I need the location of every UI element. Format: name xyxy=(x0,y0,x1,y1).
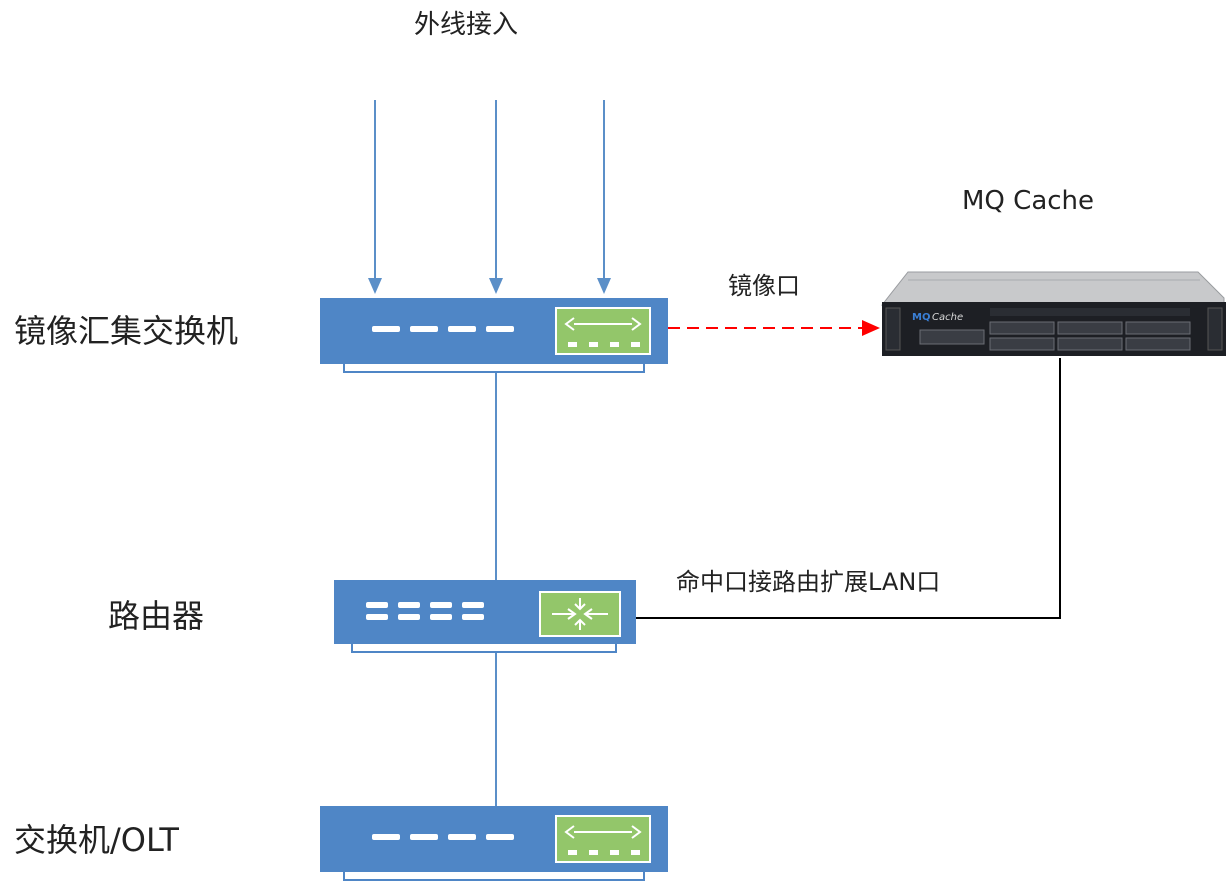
server-vent-strip xyxy=(990,308,1190,316)
router-label: 路由器 xyxy=(108,597,205,635)
router-ports xyxy=(366,602,484,620)
mirror-port-label: 镜像口 xyxy=(728,272,800,300)
lan-return-link xyxy=(636,358,1061,619)
access-switch-ports xyxy=(372,834,514,840)
server-brand-text: Cache xyxy=(932,312,963,323)
mirror-switch-ports xyxy=(372,326,514,332)
access-bidirectional-arrow-icon xyxy=(555,815,651,863)
external-access-label: 外线接入 xyxy=(414,10,519,40)
mq-cache-label: MQ Cache xyxy=(962,186,1095,216)
mirror-switch-label: 镜像汇集交换机 xyxy=(14,312,239,350)
server-left-handle xyxy=(885,307,901,351)
server-logo-icon: MQ xyxy=(912,312,930,323)
incoming-arrow-1 xyxy=(368,278,382,294)
access-switch-label: 交换机/OLT xyxy=(14,821,179,859)
lan-link-label: 命中口接路由扩展LAN口 xyxy=(676,568,941,596)
router-device xyxy=(334,580,636,653)
server-right-handle xyxy=(1207,307,1223,351)
incoming-lines xyxy=(368,100,611,294)
incoming-arrow-3 xyxy=(597,278,611,294)
router-cross-arrows-icon xyxy=(539,591,621,637)
bidirectional-arrow-icon xyxy=(555,307,651,355)
incoming-arrow-2 xyxy=(489,278,503,294)
mirror-switch-device xyxy=(320,298,668,373)
mirror-arrow xyxy=(862,320,880,336)
server-drive-bays xyxy=(919,321,1191,351)
access-switch-device xyxy=(320,806,668,881)
server-top-lid xyxy=(880,271,1225,306)
mq-cache-server: MQ Cache xyxy=(880,271,1226,356)
mirror-link xyxy=(668,320,880,336)
